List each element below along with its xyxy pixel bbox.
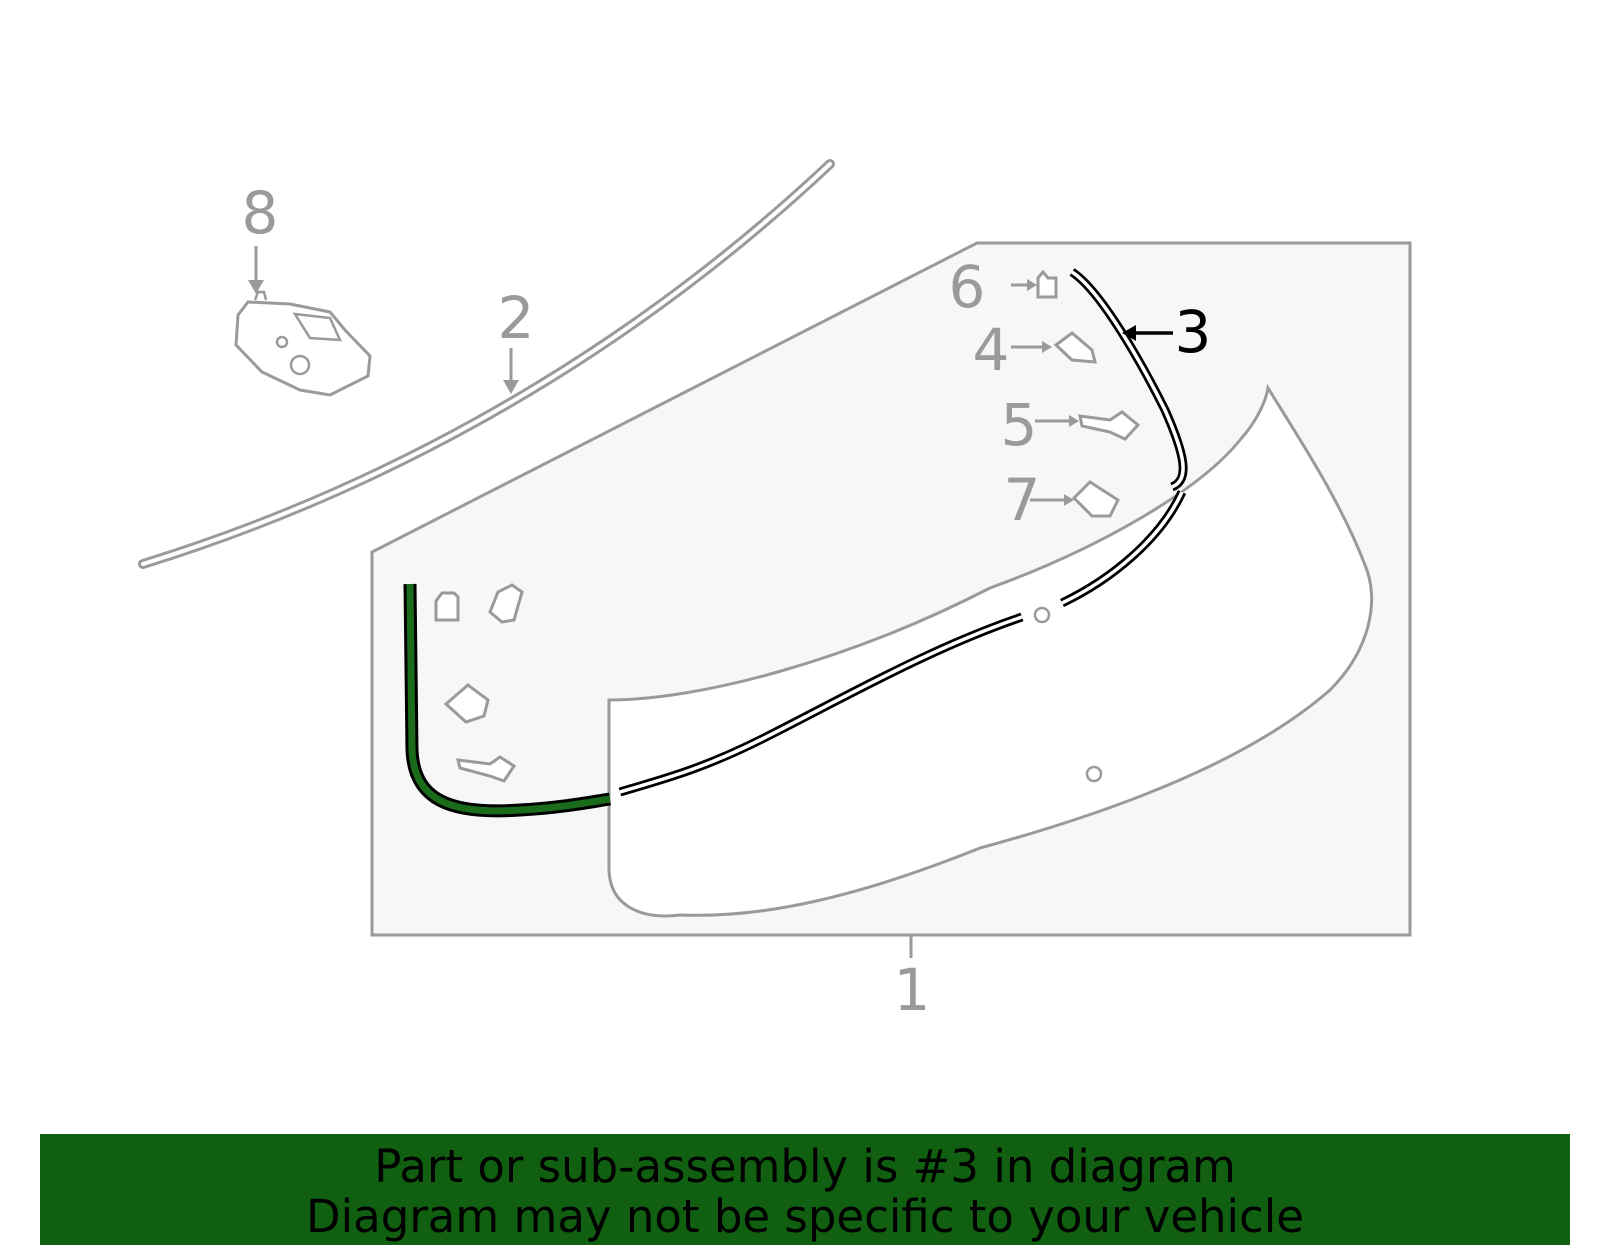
banner-line-1: Part or sub-assembly is #3 in diagram <box>374 1140 1236 1193</box>
callout-6: 6 <box>949 253 986 321</box>
callout-8: 8 <box>242 179 279 247</box>
callout-7: 7 <box>1004 466 1041 534</box>
part-3-seal[interactable] <box>403 268 1188 818</box>
callout-4: 4 <box>973 316 1010 384</box>
part-8-bracket[interactable] <box>234 246 372 397</box>
callout-3: 3 <box>1175 298 1212 366</box>
part-7-clip[interactable] <box>1030 480 1120 518</box>
callout-5: 5 <box>1001 391 1038 459</box>
part-5-clip[interactable] <box>1035 410 1141 441</box>
callout-1: 1 <box>894 956 931 1024</box>
info-banner: Part or sub-assembly is #3 in diagram Di… <box>40 1134 1570 1245</box>
panel-clip-icons <box>434 583 524 783</box>
banner-line-2: Diagram may not be specific to your vehi… <box>306 1190 1304 1243</box>
callout-2: 2 <box>498 284 535 352</box>
part-6-clip[interactable] <box>1011 269 1058 299</box>
part-4-clip[interactable] <box>1011 331 1097 364</box>
part-2-molding[interactable] <box>138 159 835 569</box>
part-1-back-glass[interactable] <box>370 241 1412 958</box>
